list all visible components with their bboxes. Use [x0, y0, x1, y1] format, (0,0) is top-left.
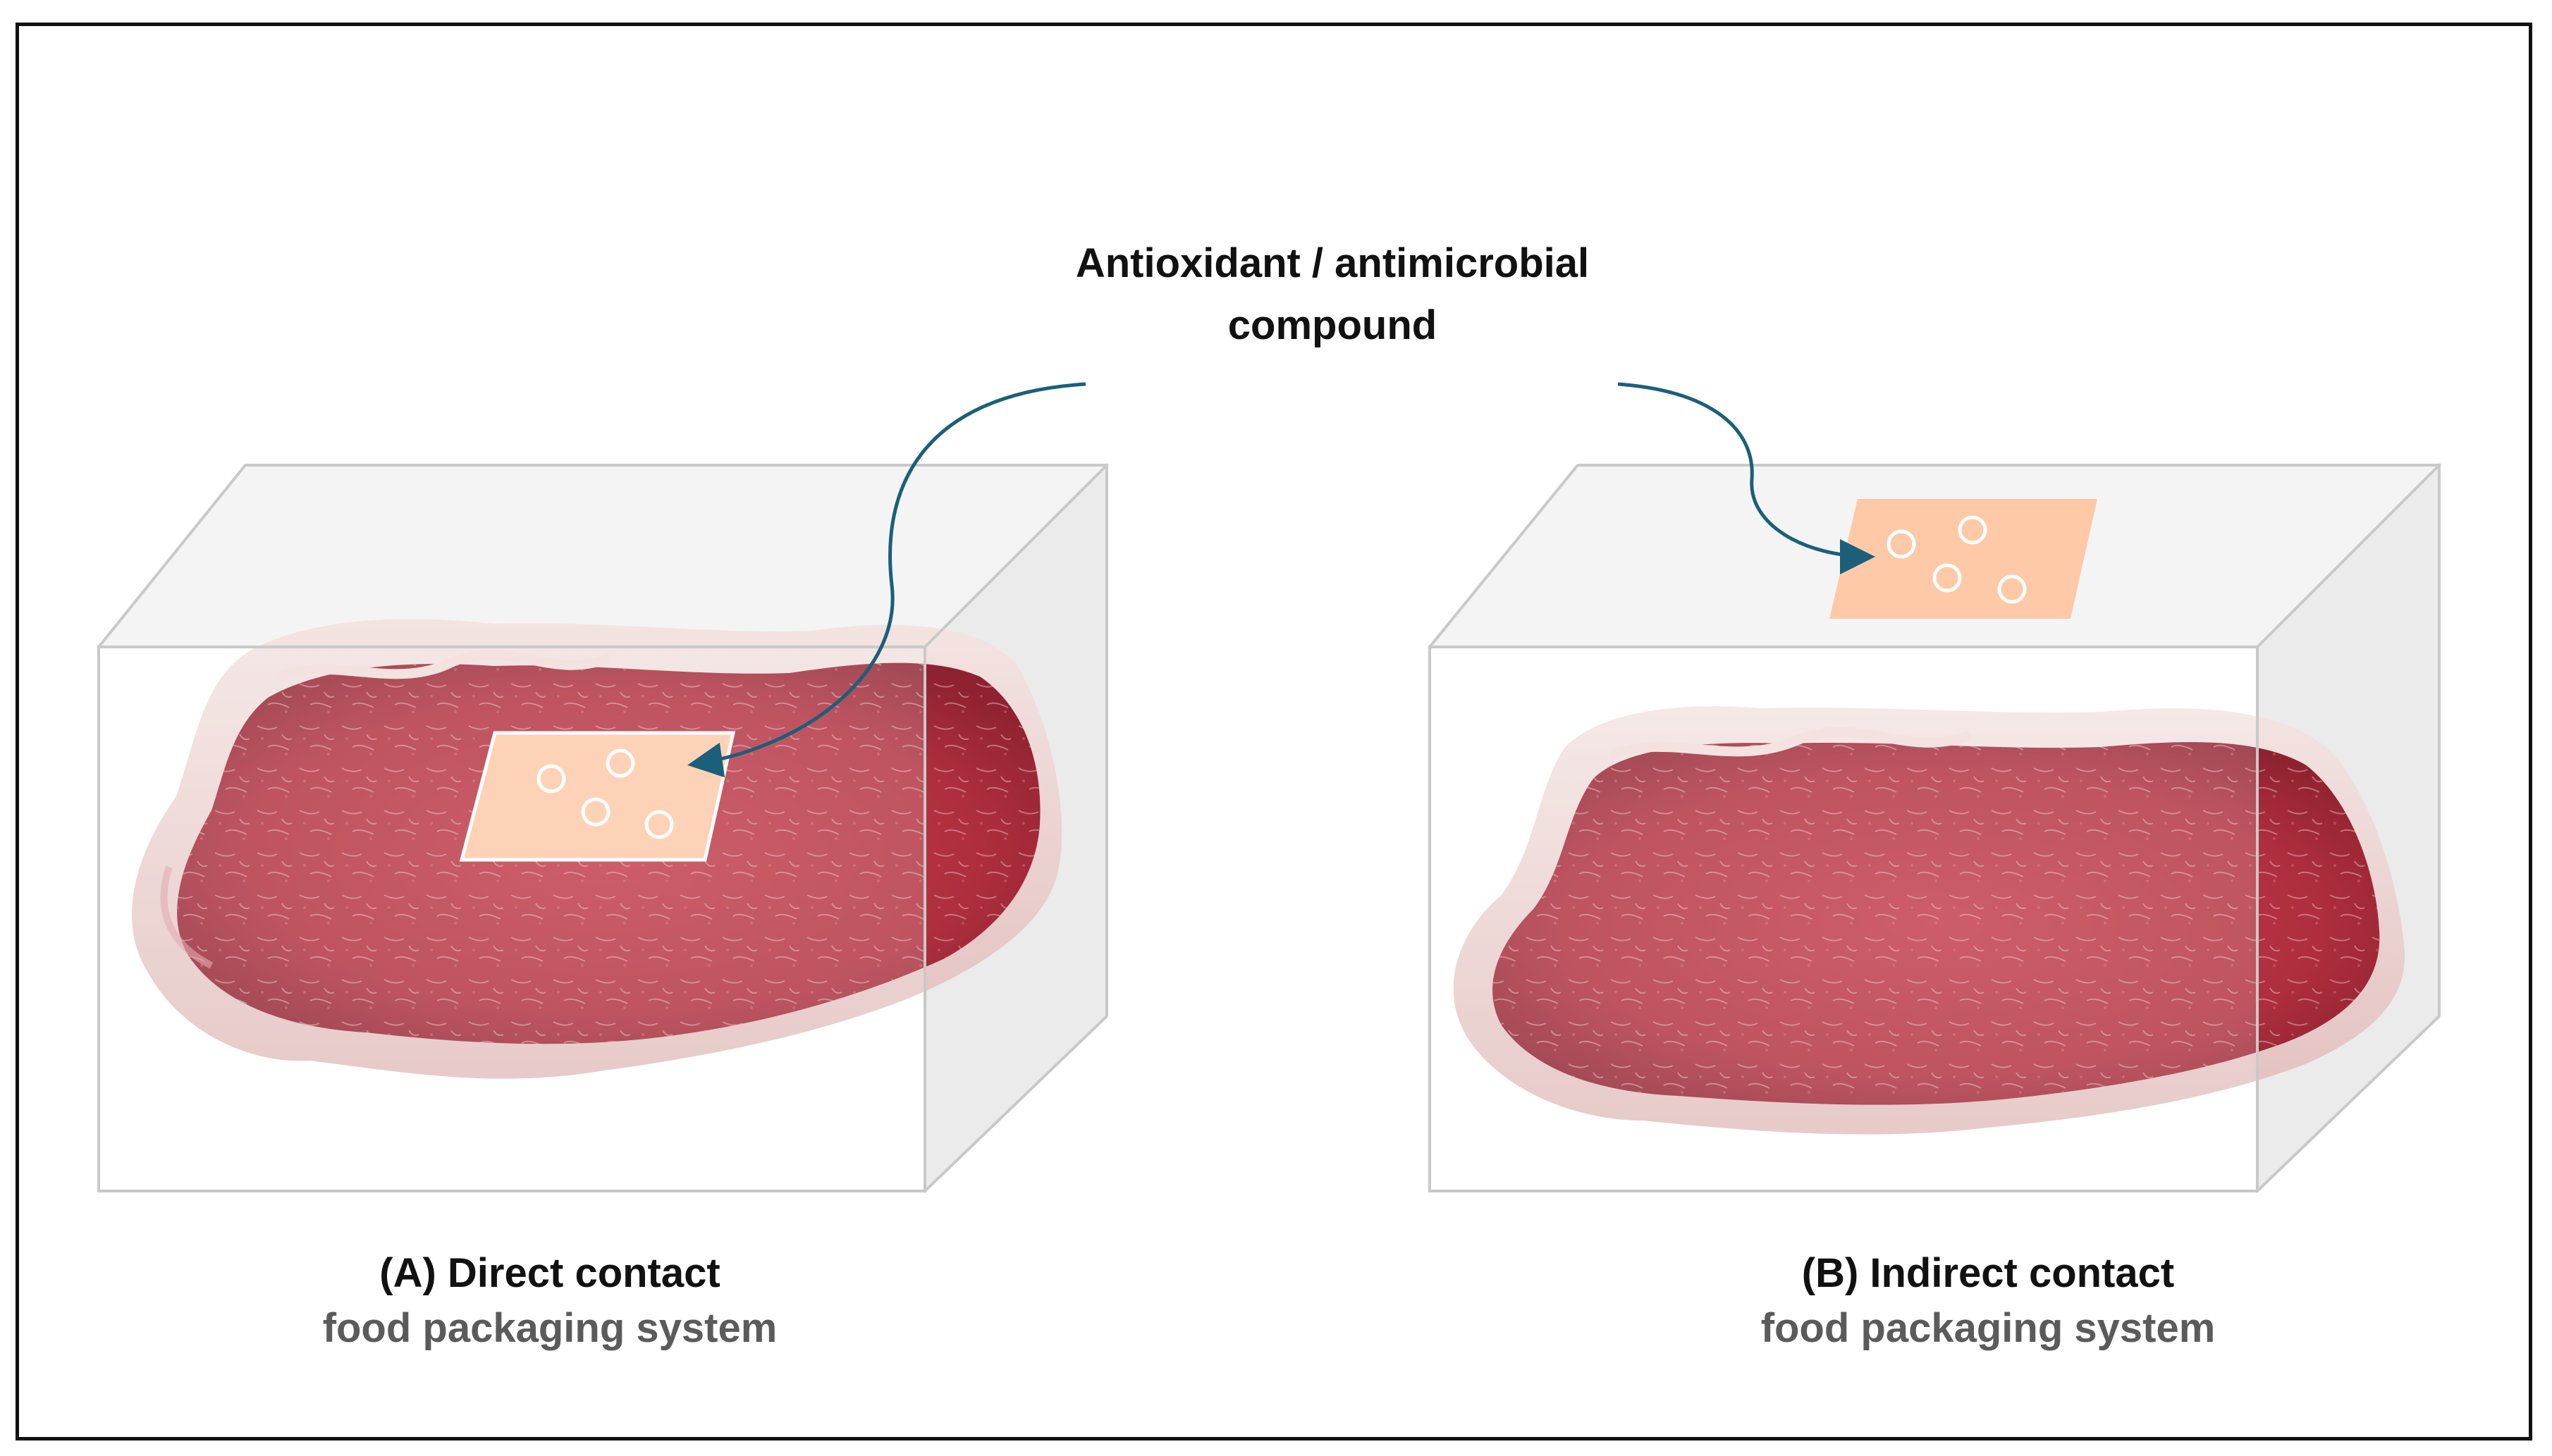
packaging-box-b-front [1428, 464, 2441, 1192]
caption-b-title: (B) Indirect contact [1801, 1250, 2175, 1296]
curved-arrow-a [687, 382, 1086, 778]
caption-a-title: (A) Direct contact [379, 1250, 720, 1296]
panel-a [96, 382, 1110, 1194]
steak-image-b [1453, 706, 2405, 1135]
compound-label-line1: Antioxidant / antimicrobial [1075, 240, 1590, 286]
compound-label: Antioxidant / antimicrobial compound [916, 233, 1748, 357]
caption-b: (B) Indirect contact food packaging syst… [1636, 1246, 2341, 1356]
caption-b-subtitle: food packaging system [1760, 1305, 2216, 1351]
curved-arrow-b [1617, 382, 1875, 574]
packaging-box-a-front [97, 464, 1108, 1192]
antimicrobial-sachet-a [459, 731, 736, 862]
panel-b [1427, 382, 2442, 1194]
caption-a-subtitle: food packaging system [322, 1305, 778, 1351]
caption-a: (A) Direct contact food packaging system [197, 1246, 902, 1356]
antimicrobial-sachet-b [1829, 499, 2097, 619]
compound-label-line2: compound [1227, 302, 1437, 348]
